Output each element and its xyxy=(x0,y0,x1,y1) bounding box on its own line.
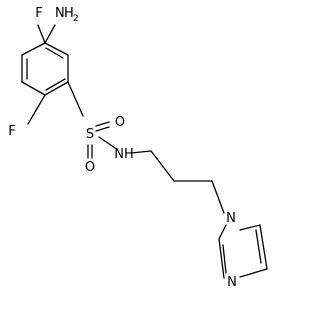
imidazole-bond-3 xyxy=(239,268,268,278)
fluoro-top-bond xyxy=(37,24,46,44)
fluoro-left-bond xyxy=(27,94,46,125)
sulfonyl-oxygen-top-bond-b xyxy=(95,126,110,132)
amino-subscript-label: 2 xyxy=(73,14,79,24)
sulfonamide-bond xyxy=(98,136,116,149)
ring-bond-3 xyxy=(21,81,46,96)
amino-n-label: N xyxy=(55,6,65,21)
sulfonamide-nh-label: NH xyxy=(114,147,134,162)
ring-bond-4-inner xyxy=(45,78,66,91)
chain-bond-1 xyxy=(130,150,152,154)
ring-bond-1 xyxy=(21,42,46,56)
propyl-chain xyxy=(130,150,225,214)
imidazole-n1-label: N xyxy=(226,211,236,226)
sulfonyl-group xyxy=(87,121,116,159)
imidazole-bond-5 xyxy=(218,224,227,240)
benzene-ring xyxy=(21,42,69,96)
imidazole-bond-4 xyxy=(218,238,225,279)
ring-bond-6 xyxy=(44,42,69,56)
ring-bond-4 xyxy=(44,81,69,96)
sulfur-label: S xyxy=(86,127,94,142)
imidazole-n3-label: N xyxy=(227,275,237,290)
imidazole-bond-1 xyxy=(239,224,261,231)
amino-h-label: H xyxy=(64,6,74,21)
structure-canvas: F N H 2 F S O O NH N N xyxy=(8,6,268,290)
amino-bond xyxy=(44,24,56,44)
fluorine-left-label: F xyxy=(8,124,15,139)
oxygen-bottom-label: O xyxy=(85,160,95,175)
imidazole-bond-2-inner xyxy=(255,229,262,264)
imidazole-ring xyxy=(218,224,268,279)
imidazole-bond-4-inner xyxy=(222,244,227,274)
chain-bond-2 xyxy=(150,150,175,182)
chemical-structure-diagram: F N H 2 F S O O NH N N xyxy=(8,6,268,290)
atom-labels: F N H 2 F S O O NH N N xyxy=(8,6,237,290)
fluorine-top-label: F xyxy=(35,6,42,21)
sulfonyl-oxygen-top-bond-a xyxy=(95,121,110,127)
oxygen-top-label: O xyxy=(115,115,125,130)
imidazole-bond-2 xyxy=(259,224,268,270)
ring-bond-6-inner xyxy=(45,47,64,59)
ring-substituents xyxy=(27,24,84,125)
sulfonyl-bond xyxy=(67,81,84,117)
chain-bond-4 xyxy=(211,180,225,214)
